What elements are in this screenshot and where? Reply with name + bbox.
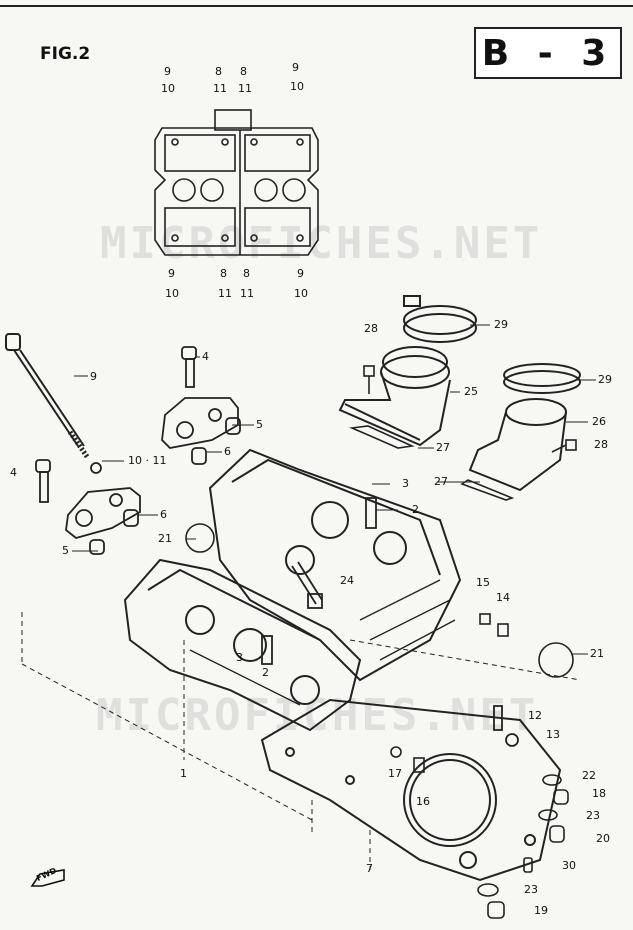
watermark-top: MICROFICHES.NET [100,218,543,269]
intake-screws [363,365,577,453]
inset-label-9-bl: 9 [168,267,175,280]
inset-label-8-tr: 8 [240,65,247,78]
callout-22: 22 [582,769,596,782]
inset-head-view [154,109,319,256]
callout-13: 13 [546,728,560,741]
inset-label-8-tl: 8 [215,65,222,78]
callout-9: 9 [90,370,97,383]
inset-label-11-bl: 11 [218,287,232,300]
callout-2-lower: 2 [262,666,269,679]
callout-28-right: 28 [594,438,608,451]
callout-15: 15 [476,576,490,589]
reference-lines [21,612,581,870]
callout-26: 26 [592,415,606,428]
callout-3-upper: 3 [402,477,409,490]
plug-upper [185,523,215,553]
inset-label-10-bl: 10 [165,287,179,300]
valve-guides [261,497,377,665]
callout-27-upper: 27 [436,441,450,454]
callout-20: 20 [596,832,610,845]
callout-10-11: 10 · 11 [128,454,167,467]
callout-5-upper: 5 [256,418,263,431]
callout-21-upper: 21 [158,532,172,545]
bolt-left [35,459,51,503]
callout-24: 24 [340,574,354,587]
callout-7: 7 [366,862,373,875]
callout-14: 14 [496,591,510,604]
inset-label-9-tl: 9 [164,65,171,78]
inset-label-11-tl: 11 [213,82,227,95]
callout-6-upper: 6 [224,445,231,458]
small-parts [390,613,569,919]
inset-label-10-tr: 10 [290,80,304,93]
callout-16: 16 [416,795,430,808]
callout-19: 19 [534,904,548,917]
inset-label-10-br: 10 [294,287,308,300]
inset-label-8-bl: 8 [220,267,227,280]
callout-21-right: 21 [590,647,604,660]
callout-29-upper: 29 [494,318,508,331]
bolt-upper [181,346,197,388]
cylinder-head-front [123,558,362,732]
callout-25: 25 [464,385,478,398]
callout-17: 17 [388,767,402,780]
inset-label-9-tr: 9 [292,61,299,74]
callout-2-upper: 2 [412,503,419,516]
callout-23-lower: 23 [524,883,538,896]
callout-18: 18 [592,787,606,800]
callout-6-left: 6 [160,508,167,521]
figure-title: FIG.2 [40,44,91,64]
callout-23-upper: 23 [586,809,600,822]
callout-12: 12 [528,709,542,722]
inset-label-8-br: 8 [243,267,250,280]
intake-clamp-upper [403,295,477,343]
spark-plug [291,561,323,609]
inset-label-11-tr: 11 [238,82,252,95]
intake-pipe-right [468,398,567,492]
callout-1: 1 [180,767,187,780]
callout-30: 30 [562,859,576,872]
inset-label-9-br: 9 [297,267,304,280]
intake-gaskets [349,425,515,501]
forward-arrow-icon [30,869,65,887]
cylinder-head-rear [208,448,462,682]
cam-holder-left [65,462,141,555]
plug-right [538,642,574,678]
callout-29-right: 29 [598,373,612,386]
leader-lines [72,324,596,655]
stud-bolt [493,705,519,747]
intake-pipe-upper [338,346,451,447]
inset-label-10-tl: 10 [161,82,175,95]
inset-label-11-br: 11 [240,287,254,300]
callout-4-upper: 4 [202,350,209,363]
callout-27-lower: 27 [434,475,448,488]
intake-clamp-right [503,363,581,394]
callout-5-left: 5 [62,544,69,557]
callout-4-left: 4 [10,466,17,479]
callout-28-upper: 28 [364,322,378,335]
long-stud-bolt [5,333,91,460]
callout-3-lower: 3 [236,651,243,664]
head-gasket [260,698,562,882]
section-code-box: B - 3 [474,27,622,79]
